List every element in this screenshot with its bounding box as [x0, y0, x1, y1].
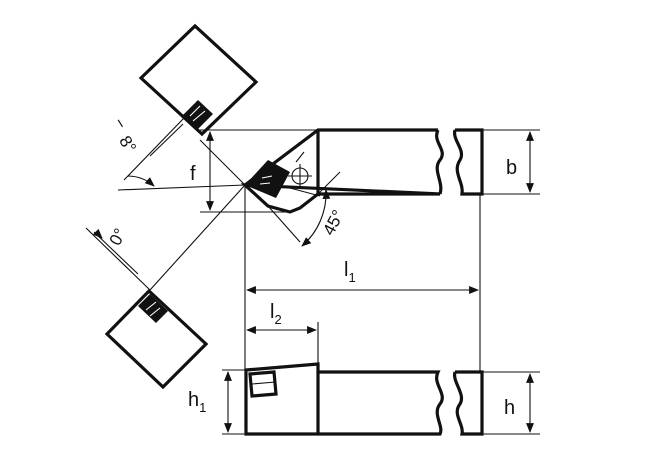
dim-0-arrow [92, 228, 103, 239]
extension-lines [85, 117, 540, 435]
label-0: 0° [106, 225, 130, 248]
label-l2-main: l [270, 301, 274, 323]
label-l2-sub: 2 [274, 312, 281, 327]
lower-detail-insert [138, 294, 168, 323]
side-shank-outline [244, 362, 444, 436]
top-view-toolholder [240, 128, 484, 214]
upper-detail-insert-marking [189, 105, 206, 122]
label-minus-8: − [110, 114, 131, 133]
label-l1: l1 [344, 259, 356, 285]
label-f: f [190, 163, 196, 185]
dimension-lines [92, 131, 534, 433]
upper-detail-insert [182, 100, 213, 130]
label-h1-sub: 1 [199, 400, 206, 415]
top-insert-marking [259, 175, 273, 185]
side-insert-line [251, 381, 277, 385]
label-l1-main: l [344, 259, 348, 281]
side-view-toolholder [244, 362, 484, 436]
lower-detail-outline [104, 288, 209, 390]
dim-45-arc [301, 189, 331, 247]
upper-insert-detail [138, 23, 259, 137]
label-h: h [504, 397, 515, 419]
dim-8-arc [127, 175, 155, 187]
top-shank-break-end [453, 128, 484, 196]
label-8: 8° [115, 132, 140, 156]
top-insert [245, 160, 290, 198]
side-shank-break-end [453, 370, 484, 436]
lower-insert-detail [104, 288, 209, 390]
side-insert [248, 370, 278, 398]
upper-detail-outline [138, 23, 259, 137]
label-l1-sub: 1 [348, 270, 355, 285]
label-h1-main: h [188, 389, 199, 411]
label-h1: h1 [188, 389, 206, 415]
lower-detail-insert-marking [145, 301, 161, 317]
label-l2: l2 [270, 301, 282, 327]
label-b: b [506, 157, 517, 179]
